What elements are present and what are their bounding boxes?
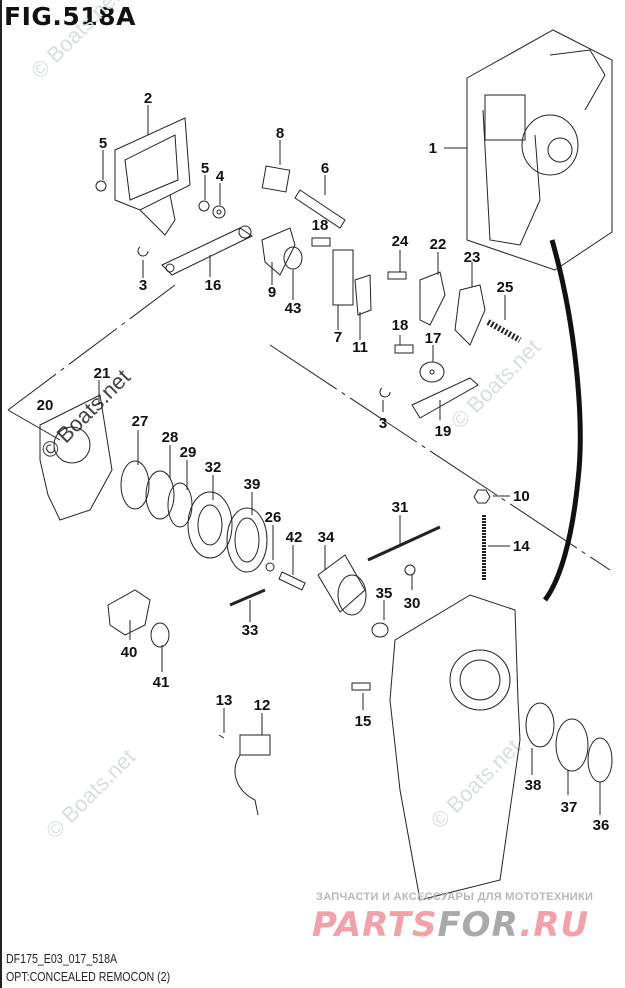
part-label-16[interactable]: 16 [205, 277, 222, 294]
part-label-4[interactable]: 4 [216, 168, 225, 185]
part-label-22[interactable]: 22 [430, 236, 447, 253]
part-1-remote-control [482, 49, 606, 246]
part-label-18[interactable]: 18 [312, 217, 329, 234]
part-label-31[interactable]: 31 [392, 499, 409, 516]
watermark-boats: © Boats.net [41, 744, 140, 843]
part-3-clip [137, 246, 149, 257]
cable-line [542, 239, 583, 602]
part-label-8[interactable]: 8 [276, 125, 284, 142]
part-label-5[interactable]: 5 [201, 160, 209, 177]
part-label-25[interactable]: 25 [497, 279, 514, 296]
logo-ru: .RU [519, 905, 590, 945]
part-label-43[interactable]: 43 [285, 300, 302, 317]
part-label-9[interactable]: 9 [268, 284, 276, 301]
part-label-42[interactable]: 42 [286, 529, 303, 546]
part-label-29[interactable]: 29 [180, 444, 197, 461]
part-label-32[interactable]: 32 [205, 459, 222, 476]
figure-code: DF175_E03_017_518A [6, 952, 118, 966]
part-label-11[interactable]: 11 [352, 339, 368, 356]
part-label-36[interactable]: 36 [593, 817, 610, 834]
part-label-40[interactable]: 40 [121, 644, 138, 661]
part-38-seal [525, 702, 555, 748]
partsfor-logo: PARTSFOR.RU [312, 905, 589, 945]
left-border [0, 0, 2, 988]
part-label-19[interactable]: 19 [435, 423, 452, 440]
part-label-12[interactable]: 12 [254, 697, 271, 714]
part-label-39[interactable]: 39 [244, 476, 261, 493]
part-36-circlip [587, 737, 613, 783]
leader-lines [98, 105, 601, 815]
part-label-38[interactable]: 38 [525, 777, 542, 794]
part-label-20[interactable]: 20 [37, 397, 54, 414]
watermark-boats: © Boats.net [426, 734, 525, 833]
part-label-3[interactable]: 3 [139, 277, 147, 294]
part-label-6[interactable]: 6 [321, 160, 329, 177]
part-5-ring [95, 180, 107, 192]
partsfor-subtitle: ЗАПЧАСТИ И АКСЕССУАРЫ ДЛЯ МОТОТЕХНИКИ [316, 891, 594, 903]
part-label-5[interactable]: 5 [99, 135, 107, 152]
subassembly-outline [7, 284, 611, 571]
part-18-bolt [311, 237, 331, 247]
part-label-15[interactable]: 15 [355, 713, 372, 730]
part-label-13[interactable]: 13 [216, 692, 233, 709]
part-1-box [466, 29, 613, 271]
part-label-3[interactable]: 3 [379, 415, 387, 432]
logo-for: FOR [437, 905, 520, 945]
part-label-37[interactable]: 37 [561, 799, 578, 816]
part-label-27[interactable]: 27 [132, 413, 149, 430]
logo-parts: PARTS [312, 905, 438, 945]
figure-title: FIG.518A [4, 2, 136, 31]
part-label-23[interactable]: 23 [464, 249, 481, 266]
part-label-10[interactable]: 10 [513, 488, 530, 505]
part-label-41[interactable]: 41 [153, 674, 170, 691]
part-label-14[interactable]: 14 [513, 538, 530, 555]
part-label-1[interactable]: 1 [429, 140, 437, 157]
part-shapes [39, 49, 613, 901]
watermark-boats: © Boats.net [446, 334, 545, 433]
part-label-26[interactable]: 26 [265, 509, 282, 526]
part-label-24[interactable]: 24 [392, 233, 409, 250]
part-18-bolt [394, 344, 414, 354]
part-28-ring [145, 470, 175, 520]
part-label-33[interactable]: 33 [242, 622, 259, 639]
part-2-bracket [114, 117, 191, 236]
part-label-2[interactable]: 2 [144, 90, 152, 107]
part-37-washer [555, 718, 589, 772]
part-label-18[interactable]: 18 [392, 317, 409, 334]
part-label-28[interactable]: 28 [162, 429, 179, 446]
part-27-ring [120, 460, 150, 510]
part-label-34[interactable]: 34 [318, 529, 335, 546]
part-labels: 1 2 3 3 4 5 5 6 7 8 9 10 11 12 13 14 15 … [37, 90, 610, 834]
part-label-21[interactable]: 21 [94, 365, 111, 382]
watermark-boats: © Boats.net [26, 0, 125, 84]
figure-caption: OPT:CONCEALED REMOCON (2) [6, 970, 171, 984]
part-label-17[interactable]: 17 [425, 330, 442, 347]
part-3-clip [379, 387, 391, 398]
part-5-ring [198, 200, 210, 212]
part-label-7[interactable]: 7 [334, 329, 342, 346]
part-label-35[interactable]: 35 [376, 585, 393, 602]
part-label-30[interactable]: 30 [404, 595, 421, 612]
